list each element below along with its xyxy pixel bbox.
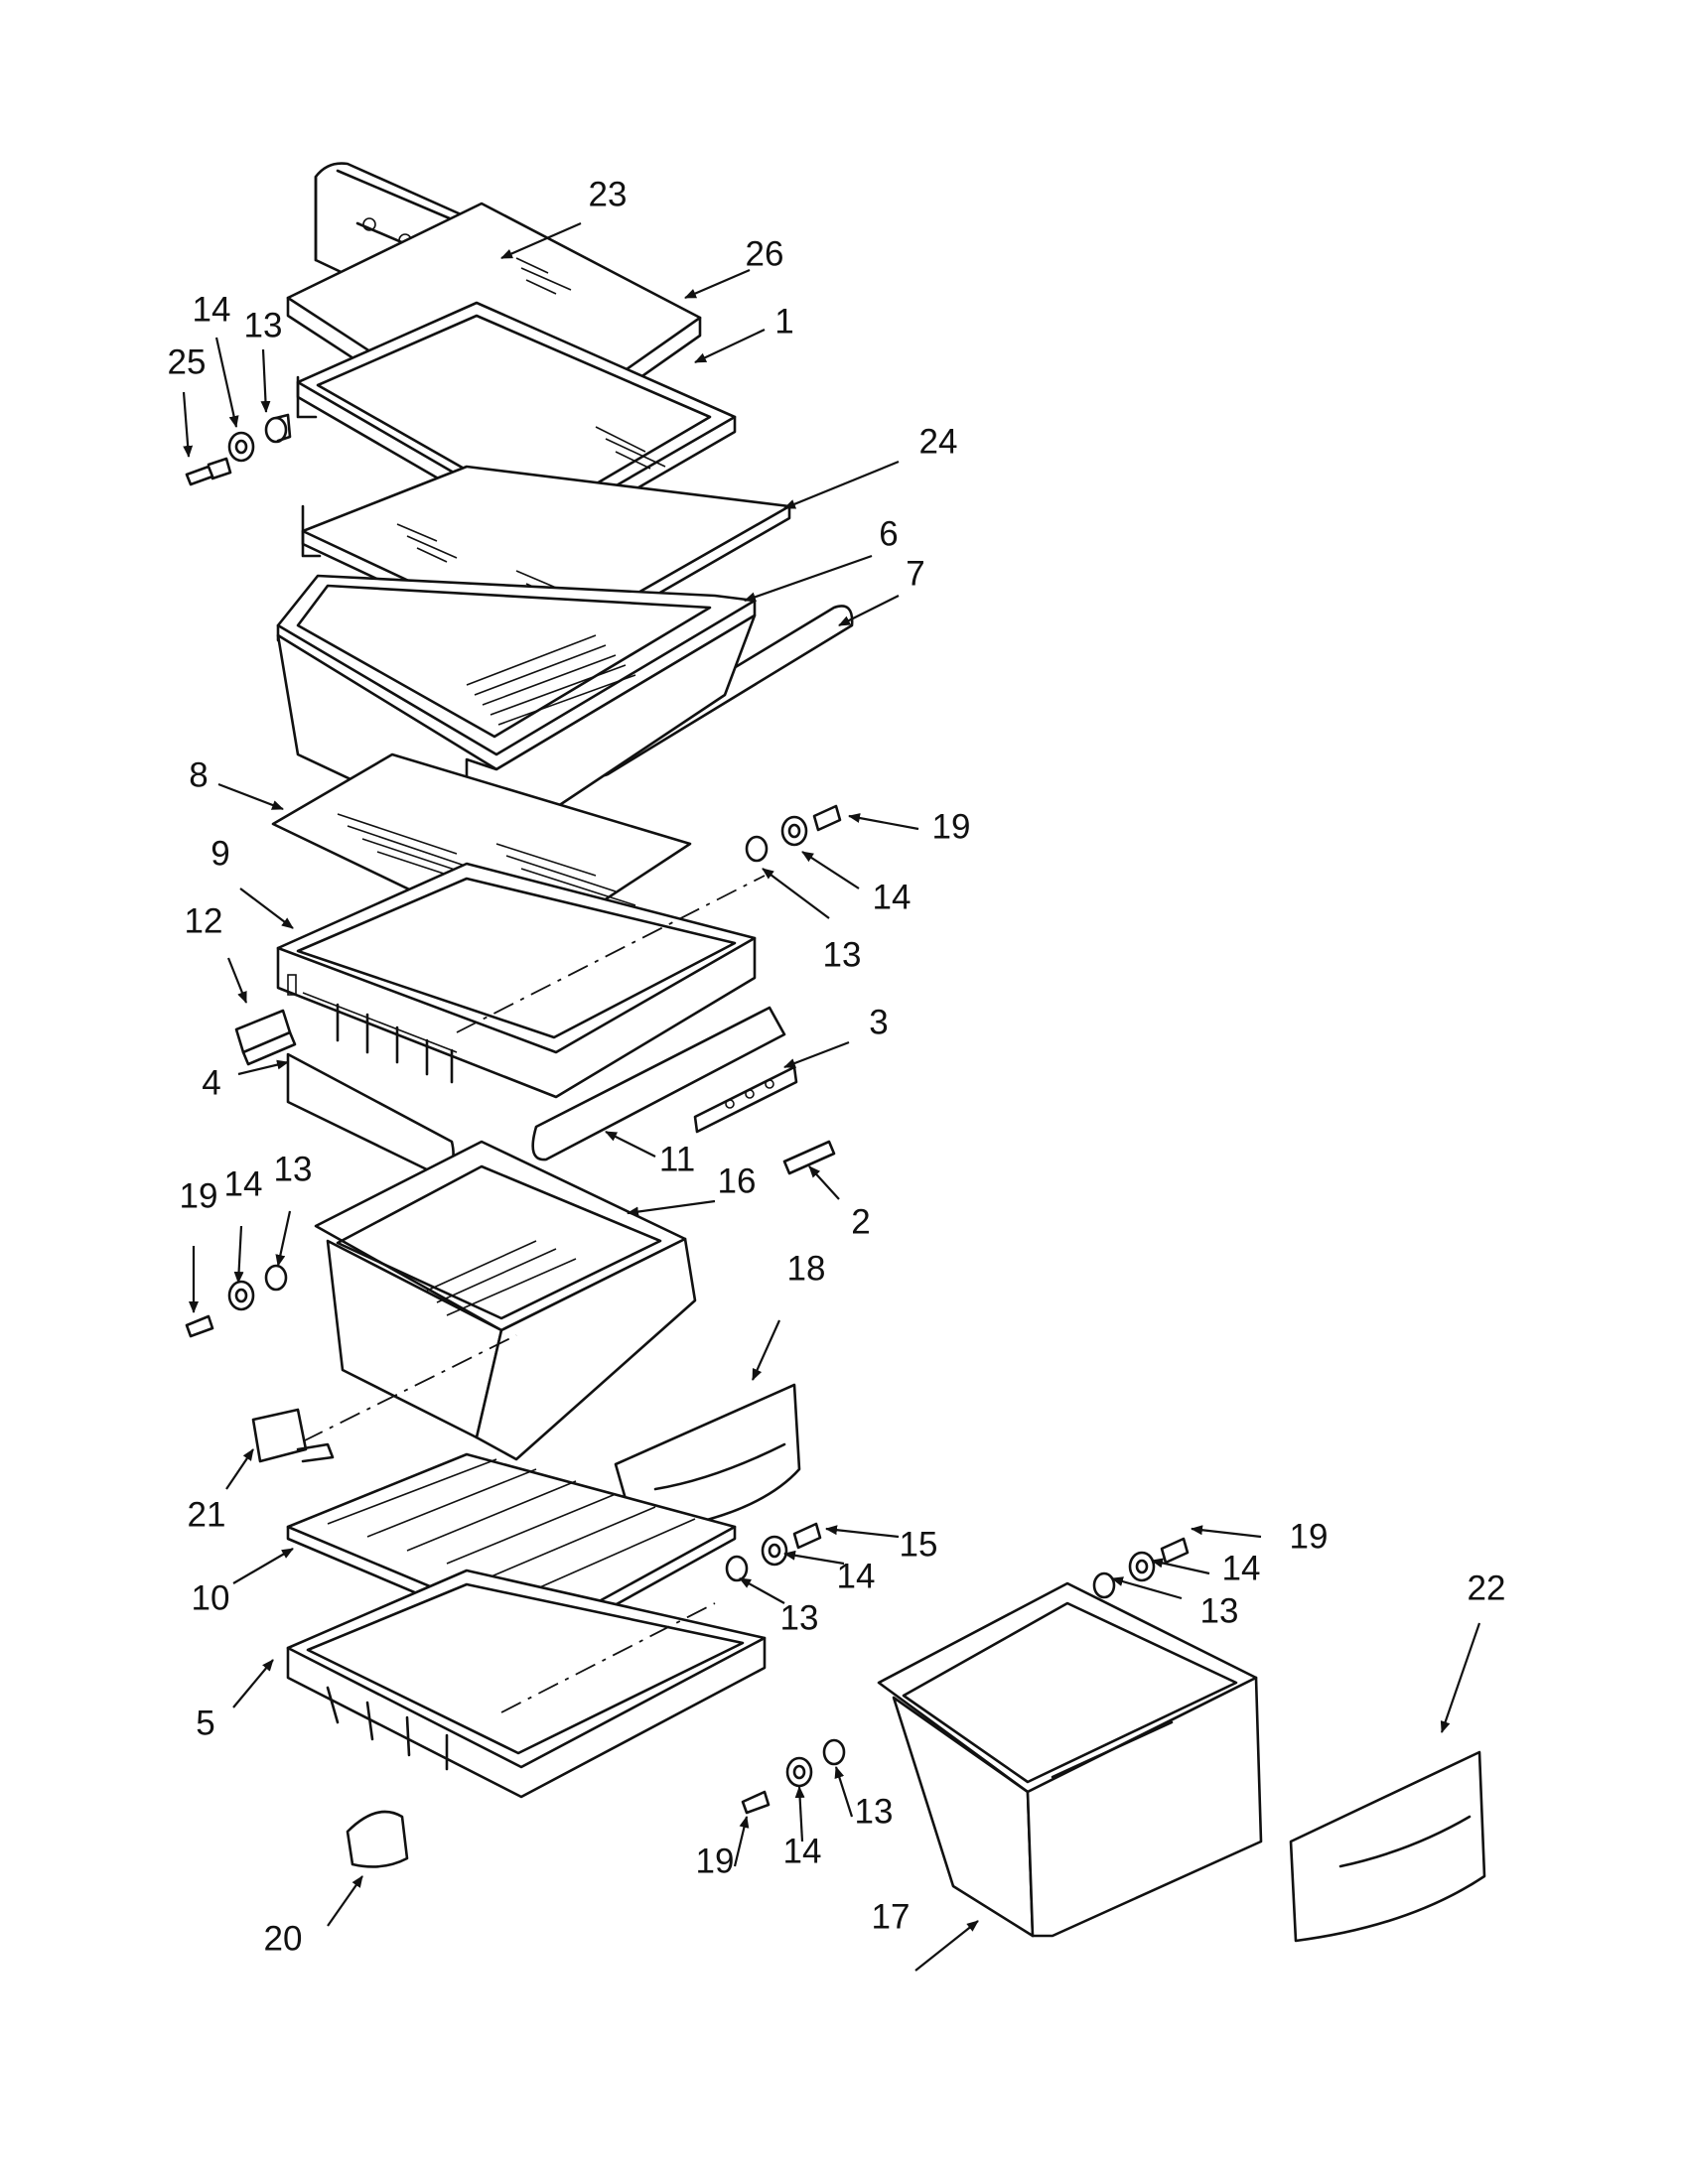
callout-9: 9 bbox=[210, 834, 229, 873]
part-11-rail bbox=[531, 1006, 786, 1161]
callout-13: 13 bbox=[244, 306, 283, 344]
screw-spacer-set-lower-mid bbox=[725, 1522, 822, 1582]
callout-18: 18 bbox=[787, 1249, 826, 1288]
callout-13: 13 bbox=[855, 1792, 894, 1831]
part-21-bracket bbox=[251, 1408, 335, 1463]
callout-7: 7 bbox=[906, 554, 924, 593]
part-9-crisper-frame bbox=[276, 862, 757, 1099]
callout-17: 17 bbox=[872, 1897, 911, 1936]
centerline-upper bbox=[456, 875, 766, 1033]
leader-lines bbox=[182, 221, 1481, 1972]
callout-19: 19 bbox=[932, 807, 971, 846]
callout-19: 19 bbox=[1290, 1517, 1329, 1556]
part-22-drawer-front bbox=[1289, 1750, 1486, 1943]
screw-spacer-set-lower-right bbox=[1092, 1537, 1190, 1599]
callout-15: 15 bbox=[900, 1525, 938, 1564]
part-12-clip bbox=[234, 1009, 297, 1066]
callout-24: 24 bbox=[919, 422, 958, 461]
callout-13: 13 bbox=[274, 1150, 313, 1188]
callout-13: 13 bbox=[1200, 1591, 1239, 1630]
callout-6: 6 bbox=[879, 514, 898, 553]
part-2-slider bbox=[782, 1140, 836, 1175]
callout-14: 14 bbox=[1222, 1549, 1261, 1587]
part-17-drawer bbox=[877, 1581, 1263, 1938]
callout-3: 3 bbox=[869, 1003, 888, 1041]
part-5-lower-frame bbox=[286, 1569, 767, 1799]
screw-spacer-set-lower-center bbox=[741, 1738, 846, 1815]
callout-23: 23 bbox=[589, 175, 628, 213]
callout-8: 8 bbox=[189, 755, 208, 794]
part-3-control-panel bbox=[693, 1065, 798, 1134]
callout-14: 14 bbox=[873, 878, 912, 916]
screw-spacer-set-top-left bbox=[185, 413, 292, 486]
callout-19: 19 bbox=[696, 1842, 735, 1880]
callout-11: 11 bbox=[659, 1140, 695, 1178]
callout-4: 4 bbox=[202, 1063, 220, 1102]
callout-13: 13 bbox=[780, 1598, 819, 1637]
callout-14: 14 bbox=[837, 1557, 876, 1595]
screw-spacer-set-mid-left bbox=[185, 1264, 288, 1338]
callout-14: 14 bbox=[193, 290, 231, 329]
centerline-lower bbox=[500, 1602, 716, 1713]
callout-5: 5 bbox=[196, 1704, 214, 1742]
callout-25: 25 bbox=[168, 342, 207, 381]
callout-20: 20 bbox=[264, 1919, 303, 1958]
callout-12: 12 bbox=[185, 901, 223, 940]
callout-1: 1 bbox=[774, 302, 793, 341]
callout-10: 10 bbox=[192, 1578, 230, 1617]
callout-14: 14 bbox=[783, 1832, 822, 1870]
part-20-cap bbox=[346, 1810, 409, 1868]
callout-21: 21 bbox=[188, 1495, 226, 1534]
part-4-rail bbox=[286, 1052, 455, 1175]
callout-22: 22 bbox=[1468, 1569, 1506, 1607]
callout-labels: 23 26 1 14 13 25 24 6 7 8 19 14 13 9 12 … bbox=[168, 175, 1506, 1958]
callout-19: 19 bbox=[180, 1176, 218, 1215]
screw-spacer-set-upper-right bbox=[745, 804, 842, 863]
callout-26: 26 bbox=[746, 234, 784, 273]
part-16-drawer bbox=[314, 1140, 697, 1461]
callout-14: 14 bbox=[224, 1164, 263, 1203]
callout-16: 16 bbox=[718, 1161, 757, 1200]
callout-2: 2 bbox=[851, 1202, 870, 1241]
callout-13: 13 bbox=[823, 935, 862, 974]
centerline-mid bbox=[302, 1334, 517, 1442]
